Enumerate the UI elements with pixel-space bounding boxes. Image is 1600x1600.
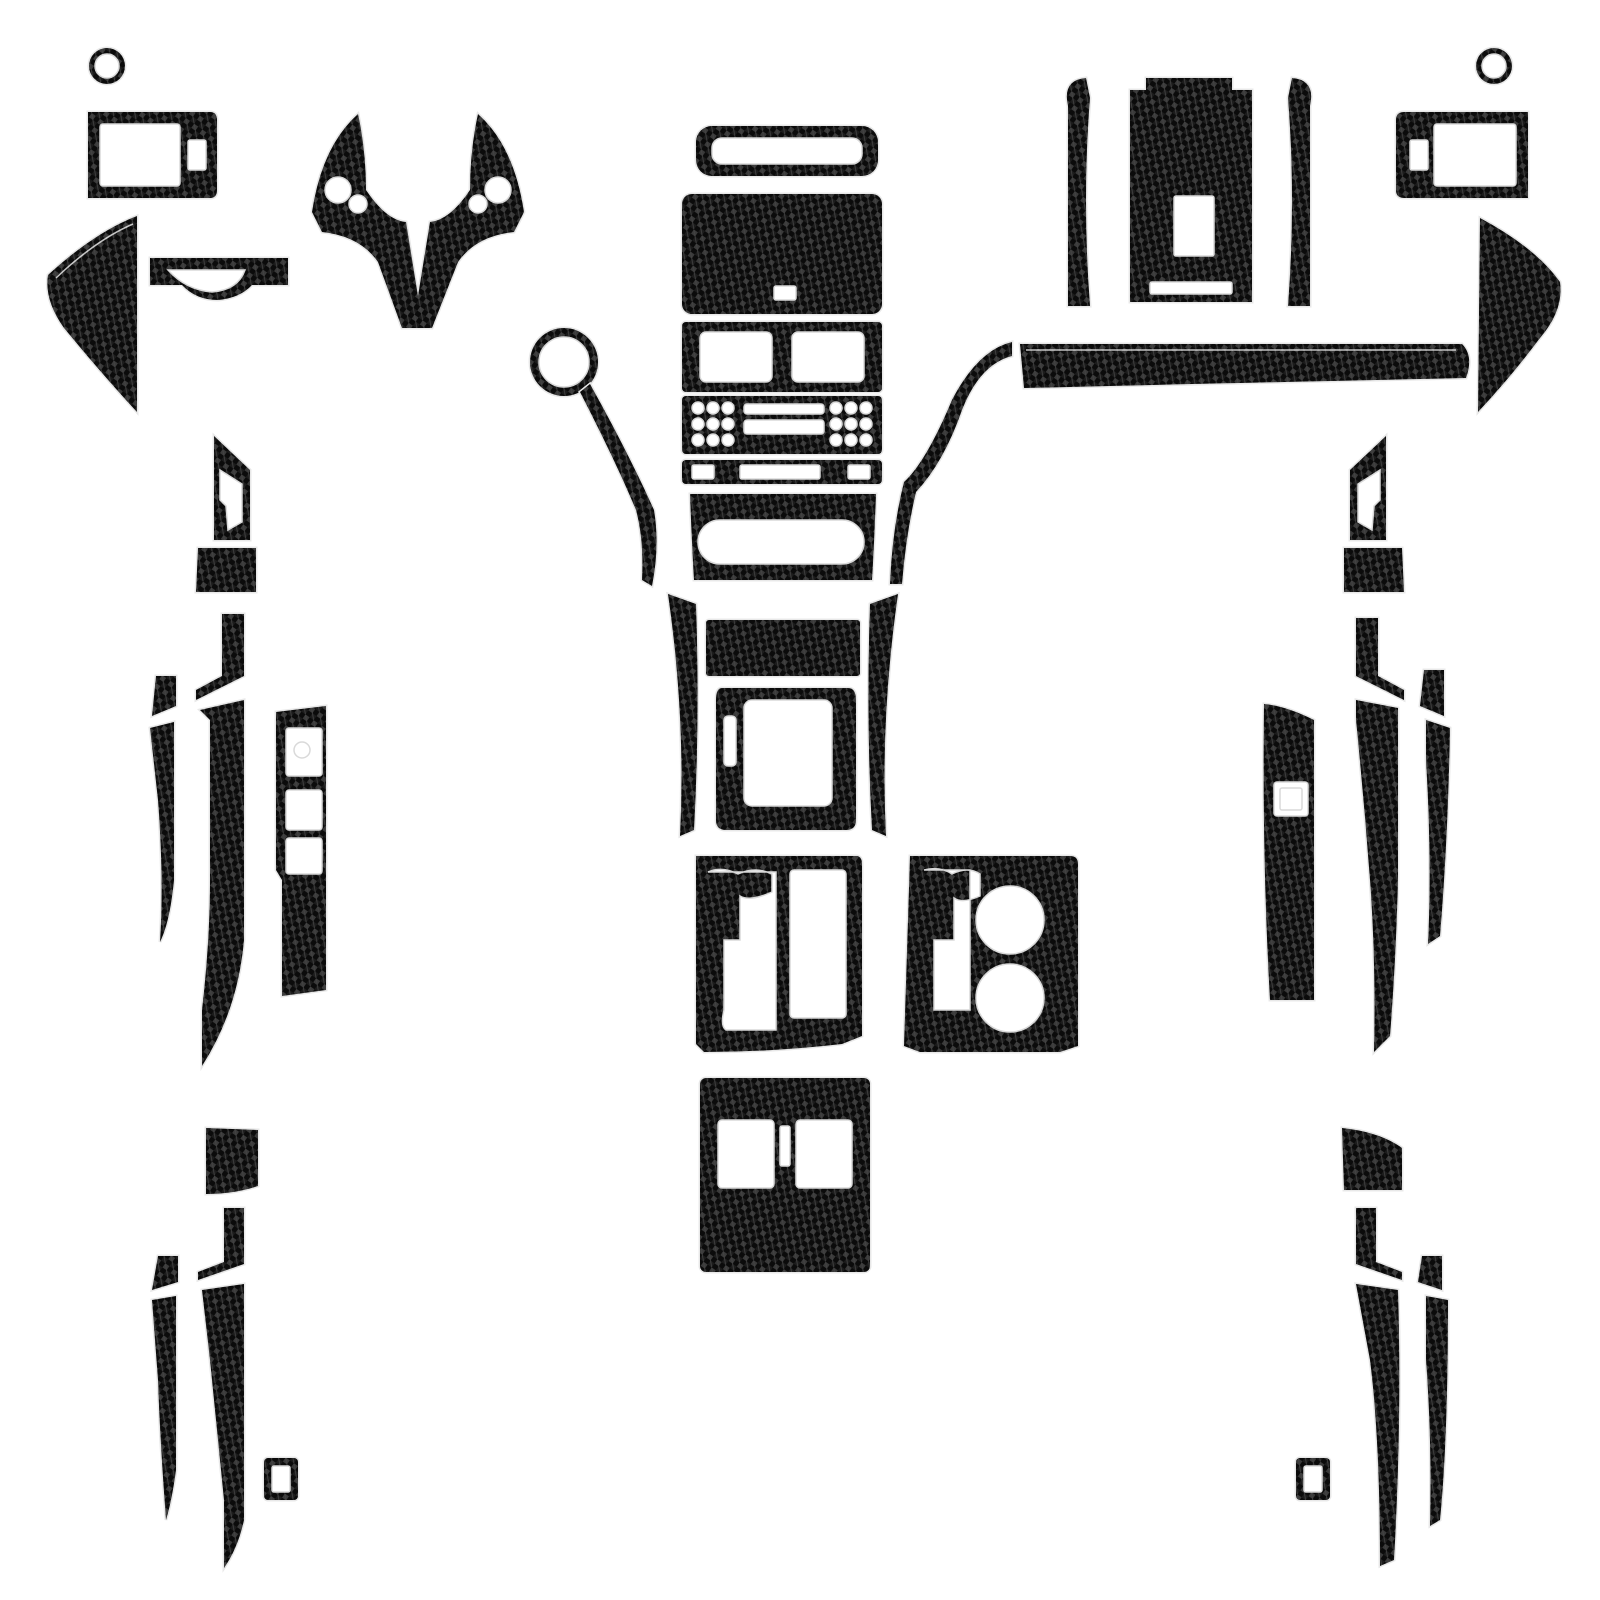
right-front-door-strip-trim (1418, 668, 1452, 947)
climate-strip-trim (680, 458, 884, 486)
steering-wheel-trim (310, 111, 526, 330)
cup-holder-panel-trim-b (902, 854, 1080, 1054)
left-small-ring-trim (87, 46, 127, 86)
cup-holder-panel-trim-a (694, 854, 864, 1054)
right-rear-door-handle-trim (1340, 1126, 1404, 1192)
hazard-switch-trim (694, 124, 880, 178)
gear-shift-surround-trim (666, 591, 900, 839)
right-rear-door-panel-trim (1354, 1206, 1450, 1569)
left-rear-door-panel-trim (150, 1206, 246, 1573)
left-front-door-handle-trim (194, 432, 258, 594)
left-window-switch-panel-trim (274, 704, 328, 998)
right-front-door-handle-trim (1342, 432, 1406, 594)
left-switch-frame-trim (86, 110, 219, 200)
rear-vent-panel-trim (698, 1076, 872, 1274)
left-dash-side-strip-trim (528, 326, 659, 589)
right-rear-window-switch-trim (1294, 1456, 1332, 1502)
navigation-screen-trim (680, 192, 884, 316)
right-dash-side-strip-trim (888, 340, 1014, 586)
climate-control-frame-trim (688, 492, 878, 582)
right-small-ring-trim (1474, 46, 1514, 86)
instrument-cluster-trim (148, 256, 290, 302)
overhead-console-trim (1065, 76, 1313, 308)
left-rear-window-switch-trim (262, 1456, 300, 1502)
left-dash-end-cap-trim (45, 213, 139, 416)
right-front-door-panel-trim (1354, 616, 1406, 1056)
right-switch-frame-trim (1394, 110, 1530, 200)
right-dash-end-cap-trim (1476, 215, 1563, 416)
left-front-door-panel-trim (194, 612, 246, 1072)
left-rear-door-handle-trim (204, 1126, 260, 1196)
right-window-switch-panel-trim (1262, 702, 1316, 1002)
passenger-dash-strip-trim (1018, 342, 1471, 390)
center-air-vent-trim (680, 320, 884, 394)
left-front-door-strip-trim (148, 674, 178, 943)
radio-control-panel-trim (680, 394, 884, 456)
